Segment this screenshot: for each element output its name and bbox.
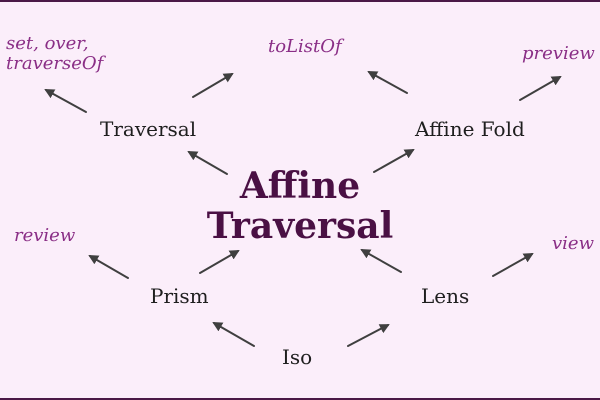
arrow-lens-to-view: [492, 253, 534, 277]
traversal-ops-line-2: traverseOf: [6, 53, 104, 74]
arrow-iso-to-prism: [212, 322, 255, 347]
arrow-lens-to-center: [360, 249, 402, 273]
arrow-center-to-affine-fold: [373, 149, 415, 173]
affine-fold-node: Affine Fold: [415, 117, 525, 141]
arrow-prism-to-review: [88, 254, 129, 279]
arrow-affine-fold-to-preview: [519, 76, 562, 101]
affine-traversal-line-1: Affine: [239, 165, 361, 207]
preview-op-label: preview: [522, 43, 595, 64]
review-op-label: review: [14, 225, 76, 246]
traversal-ops-line-1: set, over,: [6, 33, 89, 54]
arrow-traversal-to-traversal-ops: [44, 89, 87, 113]
arrow-center-to-traversal: [187, 150, 228, 175]
arrow-iso-to-lens: [347, 324, 390, 347]
view-op-label: view: [552, 233, 594, 254]
iso-node: Iso: [282, 345, 313, 369]
lens-node: Lens: [421, 284, 470, 308]
traversal-node: Traversal: [100, 117, 197, 141]
affine-traversal-line-2: Traversal: [206, 205, 394, 247]
arrow-traversal-to-fold-op: [192, 72, 234, 98]
arrow-affine-fold-to-fold-op: [367, 71, 408, 94]
fold-op-label: toListOf: [268, 36, 342, 57]
affine-traversal-center-label: Affine Traversal: [198, 166, 402, 246]
prism-node: Prism: [150, 284, 209, 308]
arrow-prism-to-center: [199, 249, 240, 274]
